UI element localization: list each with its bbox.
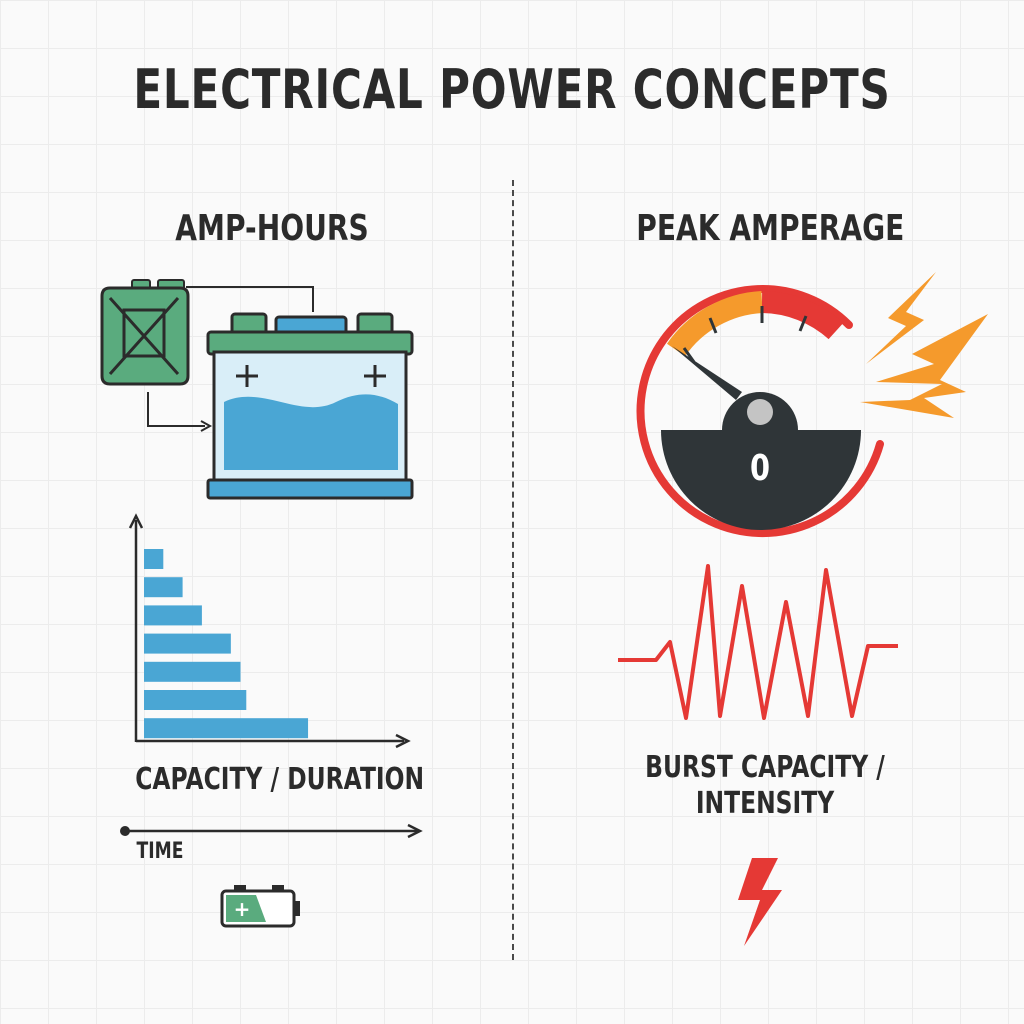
chart-bar-5: [144, 661, 241, 682]
burst-waveform: [618, 564, 898, 720]
page-title: ELECTRICAL POWER CONCEPTS: [133, 58, 891, 121]
battery-icon: +: [220, 885, 300, 928]
capacity-chart: [128, 513, 411, 749]
battery-plus-symbol: +: [234, 897, 251, 921]
time-arrow: [120, 823, 423, 839]
time-label: TIME: [136, 839, 184, 864]
center-divider: [512, 180, 514, 960]
chart-bar-2: [144, 577, 183, 598]
capacity-duration-caption: CAPACITY / DURATION: [135, 762, 425, 797]
speedometer-icon: [636, 285, 884, 538]
lightning-icon: [860, 272, 988, 418]
chart-bar-6: [144, 690, 247, 710]
gauge-zero-label: 0: [749, 448, 771, 489]
car-battery-icon: [206, 312, 414, 500]
chart-bar-4: [144, 633, 231, 654]
burst-capacity-caption: BURST CAPACITY / INTENSITY: [645, 750, 885, 821]
amp-hours-heading: AMP-HOURS: [175, 208, 369, 249]
chart-bar-1: [144, 549, 164, 569]
lightning-bolt-icon: [738, 858, 782, 946]
chart-bar-3: [144, 605, 202, 626]
fuel-can-icon: [100, 279, 314, 432]
chart-bar-7: [144, 718, 309, 739]
peak-amperage-heading: PEAK AMPERAGE: [636, 208, 905, 249]
